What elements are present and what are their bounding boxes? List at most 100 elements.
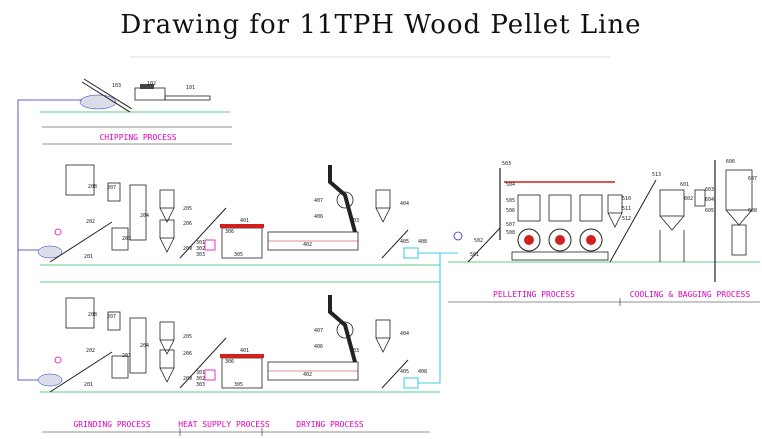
process-label-chipping: CHIPPING PROCESS [99, 133, 176, 142]
magnet-501 [453, 231, 463, 241]
belt-conveyor-103 [81, 81, 131, 113]
part-507: 507 [506, 222, 515, 228]
hammer-mill-203-upper [111, 227, 129, 251]
part-405-upper: 405 [400, 239, 409, 245]
cyclone-205-lower [159, 321, 175, 355]
magnet-lower [54, 356, 62, 364]
part-603: 603 [705, 187, 714, 193]
part-404-lower: 404 [400, 331, 409, 337]
part-506: 506 [506, 208, 515, 214]
belt-conveyor-103-top [83, 78, 133, 110]
wood-chip-pile [79, 94, 117, 110]
part-407-upper: 407 [314, 198, 323, 204]
process-bar-right: PELLETING PROCESS COOLING & BAGGING PROC… [448, 290, 760, 306]
conveyor-502 [467, 227, 501, 263]
process-label-heat-supply: HEAT SUPPLY PROCESS [178, 420, 270, 429]
part-305-upper: 305 [234, 252, 243, 258]
blower-306-lower [204, 369, 216, 381]
hammer-mill-203-lower [111, 355, 129, 379]
part-207-upper: 207 [107, 185, 116, 191]
part-301-upper: 301 [196, 240, 205, 246]
chipper-hood [140, 84, 154, 89]
cyclone-510 [607, 194, 623, 228]
raw-pile-upper [37, 245, 63, 259]
bag-filter-208-upper [65, 164, 95, 196]
process-label-pelleting: PELLETING PROCESS [493, 290, 575, 299]
chipping-section: CHIPPING PROCESS 103 102 101 [40, 78, 232, 145]
part-504: 504 [506, 182, 515, 188]
bin-505-2 [548, 194, 572, 222]
part-402-lower: 402 [303, 372, 312, 378]
process-label-cooling: COOLING & BAGGING PROCESS [630, 290, 751, 299]
bin-505-1 [517, 194, 541, 222]
part-204-lower: 204 [140, 343, 149, 349]
part-201-lower: 201 [84, 382, 93, 388]
conveyor-405-upper [381, 229, 409, 259]
part-408-lower: 408 [418, 369, 427, 375]
part-306-lower: 306 [225, 359, 234, 365]
screw-408-lower [403, 377, 419, 389]
feed-lines [17, 99, 82, 381]
duct-407-upper [328, 165, 357, 233]
cooler-hopper [659, 215, 685, 231]
screw-408-upper [403, 247, 419, 259]
bagger-608 [731, 224, 747, 256]
duct-407-lower [328, 295, 357, 363]
part-206-upper: 206 [183, 221, 192, 227]
bin-505-3 [579, 194, 603, 222]
pellet-mill-507-1 [517, 228, 541, 252]
chipper-102 [134, 87, 166, 101]
fan-604 [694, 189, 706, 207]
pellet-conveyor-508 [511, 251, 609, 261]
part-404-upper: 404 [400, 201, 409, 207]
fan-406-upper [336, 191, 354, 209]
part-206-lower: 206 [183, 351, 192, 357]
raw-pile-lower [37, 373, 63, 387]
part-501: 501 [470, 252, 479, 258]
part-103: 103 [112, 83, 121, 89]
part-402-upper: 402 [303, 242, 312, 248]
part-202-lower: 202 [86, 348, 95, 354]
part-302-upper: 302 [196, 246, 205, 252]
page-title: Drawing for 11TPH Wood Pellet Line [120, 10, 642, 40]
part-407-lower: 407 [314, 328, 323, 334]
part-403-lower: 403 [350, 348, 359, 354]
pellet-mill-die-2 [555, 235, 565, 245]
screw-209-lower [179, 337, 227, 389]
process-bar-left: GRINDING PROCESS HEAT SUPPLY PROCESS DRY… [42, 420, 430, 436]
part-502: 502 [474, 238, 483, 244]
part-102: 102 [147, 81, 156, 87]
part-604: 604 [705, 197, 714, 203]
part-401-lower: 401 [240, 348, 249, 354]
silo-204-lower [129, 317, 147, 374]
part-606: 606 [726, 159, 735, 165]
screw-209-upper [179, 207, 227, 259]
line-upper: 208 207 202 203 201 204 205 206 209 301 … [37, 164, 440, 283]
part-607: 607 [748, 176, 757, 182]
part-101: 101 [186, 85, 195, 91]
pellet-mill-die-3 [586, 235, 596, 245]
part-203-upper: 203 [122, 236, 131, 242]
process-label-drying: DRYING PROCESS [296, 420, 364, 429]
feeder-101 [164, 95, 211, 101]
part-503: 503 [502, 161, 511, 167]
cooler-601 [659, 189, 685, 217]
fan-406-lower [336, 321, 354, 339]
part-512: 512 [622, 216, 631, 222]
cyclone-206-upper [159, 219, 175, 253]
conveyor-201-lower [49, 351, 113, 393]
part-205-upper: 205 [183, 206, 192, 212]
elevator-513 [609, 179, 657, 263]
part-608: 608 [748, 208, 757, 214]
part-406-upper: 406 [314, 214, 323, 220]
part-508: 508 [506, 230, 515, 236]
part-303-lower: 303 [196, 382, 205, 388]
part-203-lower: 203 [122, 353, 131, 359]
part-605: 605 [705, 208, 714, 214]
feed-line-main [17, 99, 82, 381]
magnet-upper [54, 228, 62, 236]
part-208-lower: 208 [88, 312, 97, 318]
line-lower: 208 207 202 203 201 204 205 206 209 301 … [37, 295, 440, 393]
part-209-upper: 209 [183, 246, 192, 252]
